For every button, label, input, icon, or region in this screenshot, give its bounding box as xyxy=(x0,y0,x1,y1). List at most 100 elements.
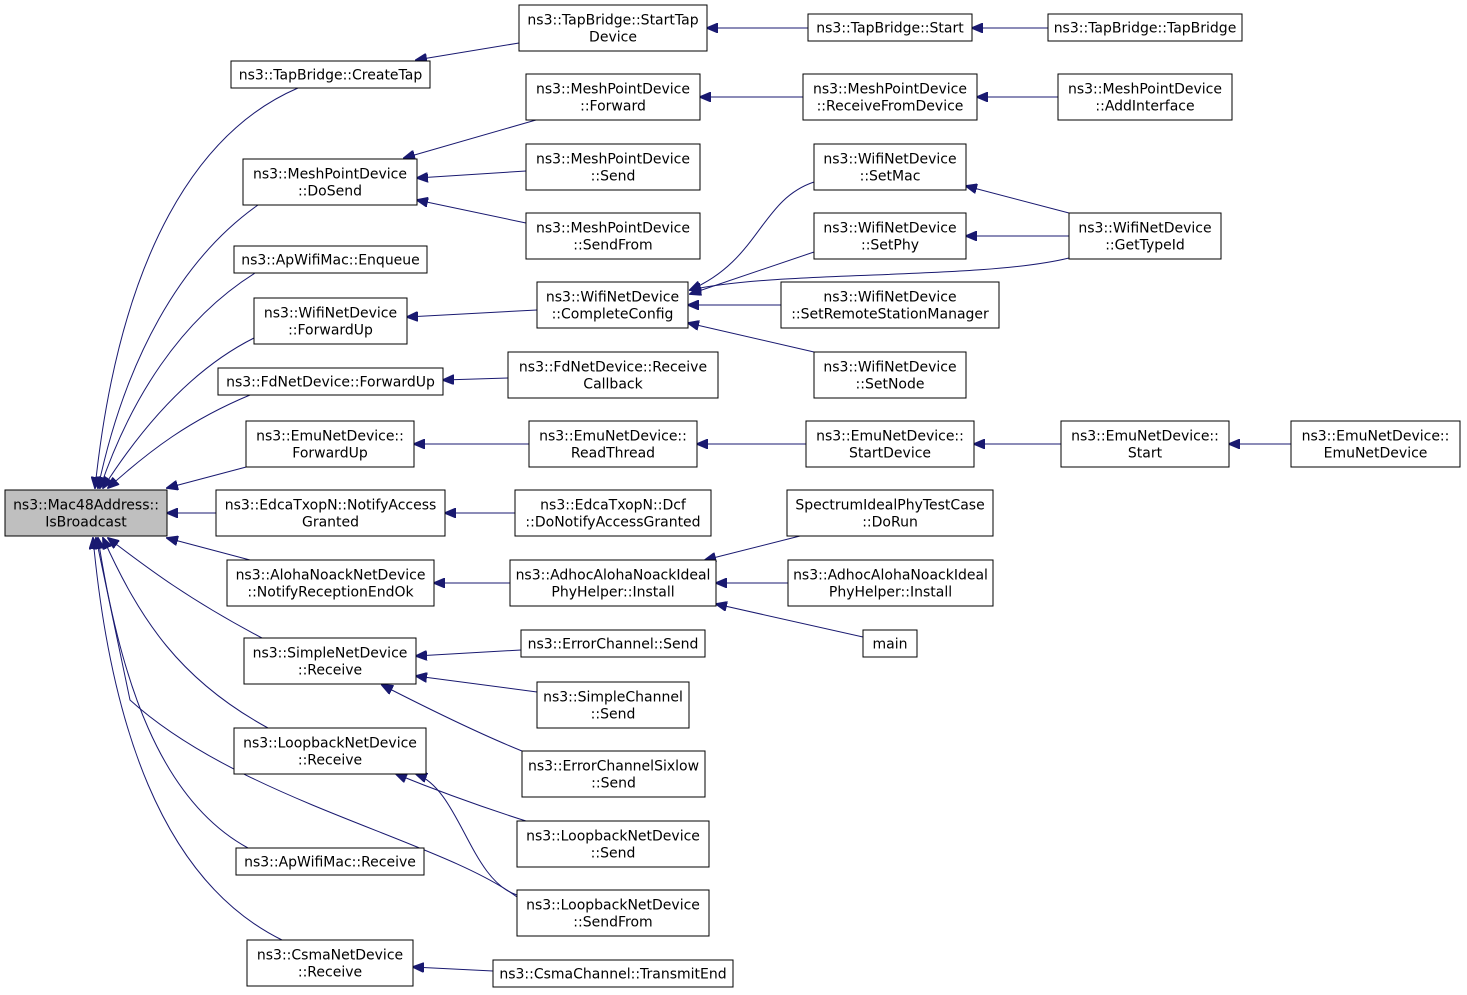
node-simpleChanSend[interactable]: ns3::SimpleChannel::Send xyxy=(536,681,690,729)
node-label: Granted xyxy=(302,515,359,531)
node-label: ns3::AlohaNoackNetDevice xyxy=(236,568,426,584)
edge-wifiSetNode-to-wifiComplete xyxy=(688,323,815,353)
node-emuStartDev[interactable]: ns3::EmuNetDevice::StartDevice xyxy=(805,420,975,468)
node-adhocInstall1[interactable]: ns3::AdhocAlohaNoackIdealPhyHelper::Inst… xyxy=(509,559,717,607)
node-label: ::Forward xyxy=(580,99,646,115)
node-box xyxy=(536,681,690,729)
node-csmaRecv[interactable]: ns3::CsmaNetDevice::Receive xyxy=(246,939,414,987)
node-wifiSetPhy[interactable]: ns3::WifiNetDevice::SetPhy xyxy=(813,212,967,260)
node-meshDoSend[interactable]: ns3::MeshPointDevice::DoSend xyxy=(242,158,418,206)
node-label: ::SetPhy xyxy=(861,238,919,254)
node-meshSendFrom[interactable]: ns3::MeshPointDevice::SendFrom xyxy=(525,212,701,260)
edge-errSixSend-to-simpleRecv xyxy=(382,685,523,752)
node-wifiFwdUp[interactable]: ns3::WifiNetDevice::ForwardUp xyxy=(253,297,408,345)
node-label: ns3::WifiNetDevice xyxy=(1078,221,1211,237)
node-loopRecv[interactable]: ns3::LoopbackNetDevice::Receive xyxy=(233,727,427,775)
node-label: ns3::WifiNetDevice xyxy=(823,290,956,306)
node-label: PhyHelper::Install xyxy=(551,585,674,601)
node-label: ns3::MeshPointDevice xyxy=(536,82,690,98)
edge-emuFwdUp-to-root xyxy=(167,465,251,488)
node-errSixSend[interactable]: ns3::ErrorChannelSixlow::Send xyxy=(521,750,706,798)
node-box xyxy=(520,629,706,658)
node-tapCtor[interactable]: ns3::TapBridge::TapBridge xyxy=(1047,13,1243,42)
node-edcaDcf[interactable]: ns3::EdcaTxopN::Dcf::DoNotifyAccessGrant… xyxy=(514,489,712,537)
node-wifiSetRsm[interactable]: ns3::WifiNetDevice::SetRemoteStationMana… xyxy=(780,281,1000,329)
node-label: ::ReceiveFromDevice xyxy=(817,99,964,115)
edge-errSend-to-simpleRecv xyxy=(416,649,522,656)
node-label: ns3::WifiNetDevice xyxy=(264,306,397,322)
node-label: ns3::WifiNetDevice xyxy=(823,221,956,237)
node-emuStart[interactable]: ns3::EmuNetDevice::Start xyxy=(1060,420,1230,468)
node-adhocInstall2[interactable]: ns3::AdhocAlohaNoackIdealPhyHelper::Inst… xyxy=(787,559,994,607)
node-label: SpectrumIdealPhyTestCase xyxy=(795,498,984,514)
node-label: ::GetTypeId xyxy=(1105,238,1185,254)
edge-wifiTypeId-to-wifiComplete xyxy=(690,257,1070,290)
node-wifiComplete[interactable]: ns3::WifiNetDevice::CompleteConfig xyxy=(536,281,689,329)
node-label: ns3::EmuNetDevice:: xyxy=(1302,429,1450,445)
node-meshSend[interactable]: ns3::MeshPointDevice::Send xyxy=(525,143,701,191)
node-alohaNotify[interactable]: ns3::AlohaNoackNetDevice::NotifyReceptio… xyxy=(226,559,435,607)
node-meshForward[interactable]: ns3::MeshPointDevice::Forward xyxy=(525,73,701,121)
node-wifiTypeId[interactable]: ns3::WifiNetDevice::GetTypeId xyxy=(1068,212,1222,260)
node-box xyxy=(235,847,425,876)
node-meshRecvFrom[interactable]: ns3::MeshPointDevice::ReceiveFromDevice xyxy=(802,73,978,121)
node-emuReadThread[interactable]: ns3::EmuNetDevice::ReadThread xyxy=(528,420,698,468)
node-box xyxy=(780,281,1000,329)
node-label: ::Send xyxy=(591,776,636,792)
node-wifiSetMac[interactable]: ns3::WifiNetDevice::SetMac xyxy=(813,143,967,191)
node-box xyxy=(1047,13,1243,42)
node-tapCreate[interactable]: ns3::TapBridge::CreateTap xyxy=(230,60,431,89)
node-box xyxy=(813,212,967,260)
node-wifiSetNode[interactable]: ns3::WifiNetDevice::SetNode xyxy=(813,351,967,399)
node-label: ns3::SimpleNetDevice xyxy=(253,646,408,662)
node-label: ::DoNotifyAccessGranted xyxy=(525,515,700,531)
node-box xyxy=(1057,73,1233,121)
node-edcaNotify[interactable]: ns3::EdcaTxopN::NotifyAccessGranted xyxy=(215,489,446,537)
node-box xyxy=(518,4,708,52)
node-label: ::ForwardUp xyxy=(288,323,373,339)
node-layer: ns3::Mac48Address::IsBroadcast ns3::TapBr… xyxy=(4,4,1461,988)
node-fdFwdUp[interactable]: ns3::FdNetDevice::ForwardUp xyxy=(217,367,444,396)
node-main[interactable]: main xyxy=(862,629,918,658)
node-root[interactable]: ns3::Mac48Address::IsBroadcast xyxy=(4,489,168,537)
node-csmaTransmit[interactable]: ns3::CsmaChannel::TransmitEnd xyxy=(492,959,734,988)
edge-meshSendFrom-to-meshDoSend xyxy=(417,200,527,224)
edge-alohaNotify-to-root xyxy=(167,538,251,561)
edge-apRecv-to-root xyxy=(98,538,249,849)
edge-specDoRun-to-adhocInstall1 xyxy=(705,535,801,560)
edge-main-to-adhocInstall1 xyxy=(716,604,864,638)
node-box xyxy=(862,629,918,658)
node-label: ::Receive xyxy=(298,663,362,679)
node-label: ns3::EmuNetDevice:: xyxy=(256,429,404,445)
node-label: ns3::ApWifiMac::Enqueue xyxy=(241,253,420,269)
node-box xyxy=(1060,420,1230,468)
node-label: ::Send xyxy=(591,169,636,185)
node-label: ReadThread xyxy=(571,446,655,462)
edge-loopSendFrom-to-root xyxy=(96,538,518,898)
node-label: PhyHelper::Install xyxy=(829,585,952,601)
node-apRecv[interactable]: ns3::ApWifiMac::Receive xyxy=(235,847,425,876)
node-label: ns3::ErrorChannel::Send xyxy=(528,637,699,653)
node-label: ns3::EmuNetDevice:: xyxy=(1071,429,1219,445)
node-simpleRecv[interactable]: ns3::SimpleNetDevice::Receive xyxy=(243,637,417,685)
node-specDoRun[interactable]: SpectrumIdealPhyTestCase::DoRun xyxy=(786,489,994,537)
node-errSend[interactable]: ns3::ErrorChannel::Send xyxy=(520,629,706,658)
node-emuCtor[interactable]: ns3::EmuNetDevice::EmuNetDevice xyxy=(1290,420,1461,468)
node-box xyxy=(536,281,689,329)
node-label: ns3::EdcaTxopN::NotifyAccess xyxy=(225,498,437,514)
node-box xyxy=(807,13,973,42)
node-label: IsBroadcast xyxy=(45,515,127,531)
node-label: ::SendFrom xyxy=(573,238,652,254)
node-loopSend[interactable]: ns3::LoopbackNetDevice::Send xyxy=(516,820,710,868)
node-apEnqueue[interactable]: ns3::ApWifiMac::Enqueue xyxy=(233,245,428,274)
node-emuFwdUp[interactable]: ns3::EmuNetDevice::ForwardUp xyxy=(245,420,415,468)
node-box xyxy=(243,637,417,685)
node-label: ns3::LoopbackNetDevice xyxy=(526,829,700,845)
node-label: ns3::WifiNetDevice xyxy=(546,290,679,306)
node-label: ::DoRun xyxy=(862,515,918,531)
node-loopSendFrom[interactable]: ns3::LoopbackNetDevice::SendFrom xyxy=(516,889,710,937)
node-tapStart[interactable]: ns3::TapBridge::Start xyxy=(807,13,973,42)
node-meshAddIf[interactable]: ns3::MeshPointDevice::AddInterface xyxy=(1057,73,1233,121)
